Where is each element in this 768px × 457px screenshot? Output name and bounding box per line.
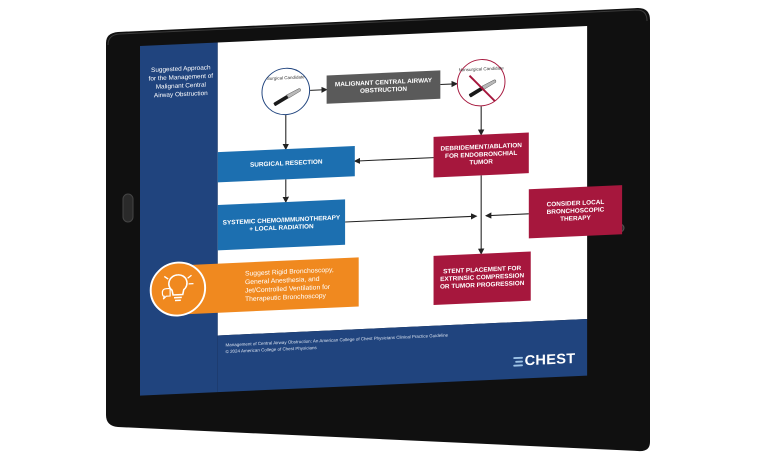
systemic-therapy-box: SYSTEMIC CHEMO/IMMUNOTHERAPY + LOCAL RAD… <box>217 199 346 251</box>
suggestion-badge <box>149 260 207 318</box>
scalpel-icon <box>273 88 301 106</box>
consider-therapy-box: CONSIDER LOCAL BRONCHOSCOPIC THERAPY <box>528 185 623 239</box>
flowchart-area: Surgical Candidate MALIGNANT CENTRAL AIR… <box>217 25 623 336</box>
tablet-edge-highlight <box>107 9 648 46</box>
suggestion-text: Suggest Rigid Bronchoscopy, General Anes… <box>244 266 334 304</box>
arrow-obstruction-to-nonsurgical <box>440 80 458 88</box>
surgical-resection-box: SURGICAL RESECTION <box>217 146 355 183</box>
chest-logo: CHEST <box>512 350 576 370</box>
lightbulb-icon <box>161 274 194 302</box>
stent-placement-text: STENT PLACEMENT FOR EXTRINSIC COMPRESSIO… <box>439 265 525 291</box>
page-title: Suggested Approach for the Management of… <box>148 64 214 100</box>
chest-logo-text: CHEST <box>524 350 576 369</box>
nonsurgical-candidate-badge: Nonsurgical Candidate <box>456 57 506 108</box>
slide: Suggested Approach for the Management of… <box>140 25 623 396</box>
malignant-obstruction-box: MALIGNANT CENTRAL AIRWAY OBSTRUCTION <box>326 70 441 104</box>
debridement-text: DEBRIDEMENT/ABLATION FOR ENDOBRONCHIAL T… <box>440 141 522 166</box>
arrow-obstruction-to-surgical <box>310 86 328 93</box>
consider-therapy-text: CONSIDER LOCAL BRONCHOSCOPIC THERAPY <box>546 199 605 223</box>
sidebar: Suggested Approach for the Management of… <box>140 42 218 396</box>
footer-citation: Management of Central Airway Obstruction… <box>225 332 449 348</box>
no-scalpel-icon <box>468 74 497 102</box>
flow-arrows <box>282 80 529 255</box>
arrow-debridement-to-resection <box>353 157 434 165</box>
systemic-therapy-text: SYSTEMIC CHEMO/IMMUNOTHERAPY + LOCAL RAD… <box>222 214 341 233</box>
malignant-obstruction-text: MALIGNANT CENTRAL AIRWAY OBSTRUCTION <box>334 77 433 95</box>
stent-placement-box: STENT PLACEMENT FOR EXTRINSIC COMPRESSIO… <box>433 251 531 306</box>
surgical-resection-text: SURGICAL RESECTION <box>250 158 323 169</box>
home-button <box>122 193 134 223</box>
arrow-consider-to-stent <box>484 212 529 219</box>
chest-logo-mark <box>512 354 523 368</box>
debridement-box: DEBRIDEMENT/ABLATION FOR ENDOBRONCHIAL T… <box>433 132 529 178</box>
arrow-systemic-to-stent <box>345 213 478 223</box>
surgical-candidate-badge: Surgical Candidate <box>261 66 311 117</box>
suggestion-banner: Suggest Rigid Bronchoscopy, General Anes… <box>188 257 359 315</box>
